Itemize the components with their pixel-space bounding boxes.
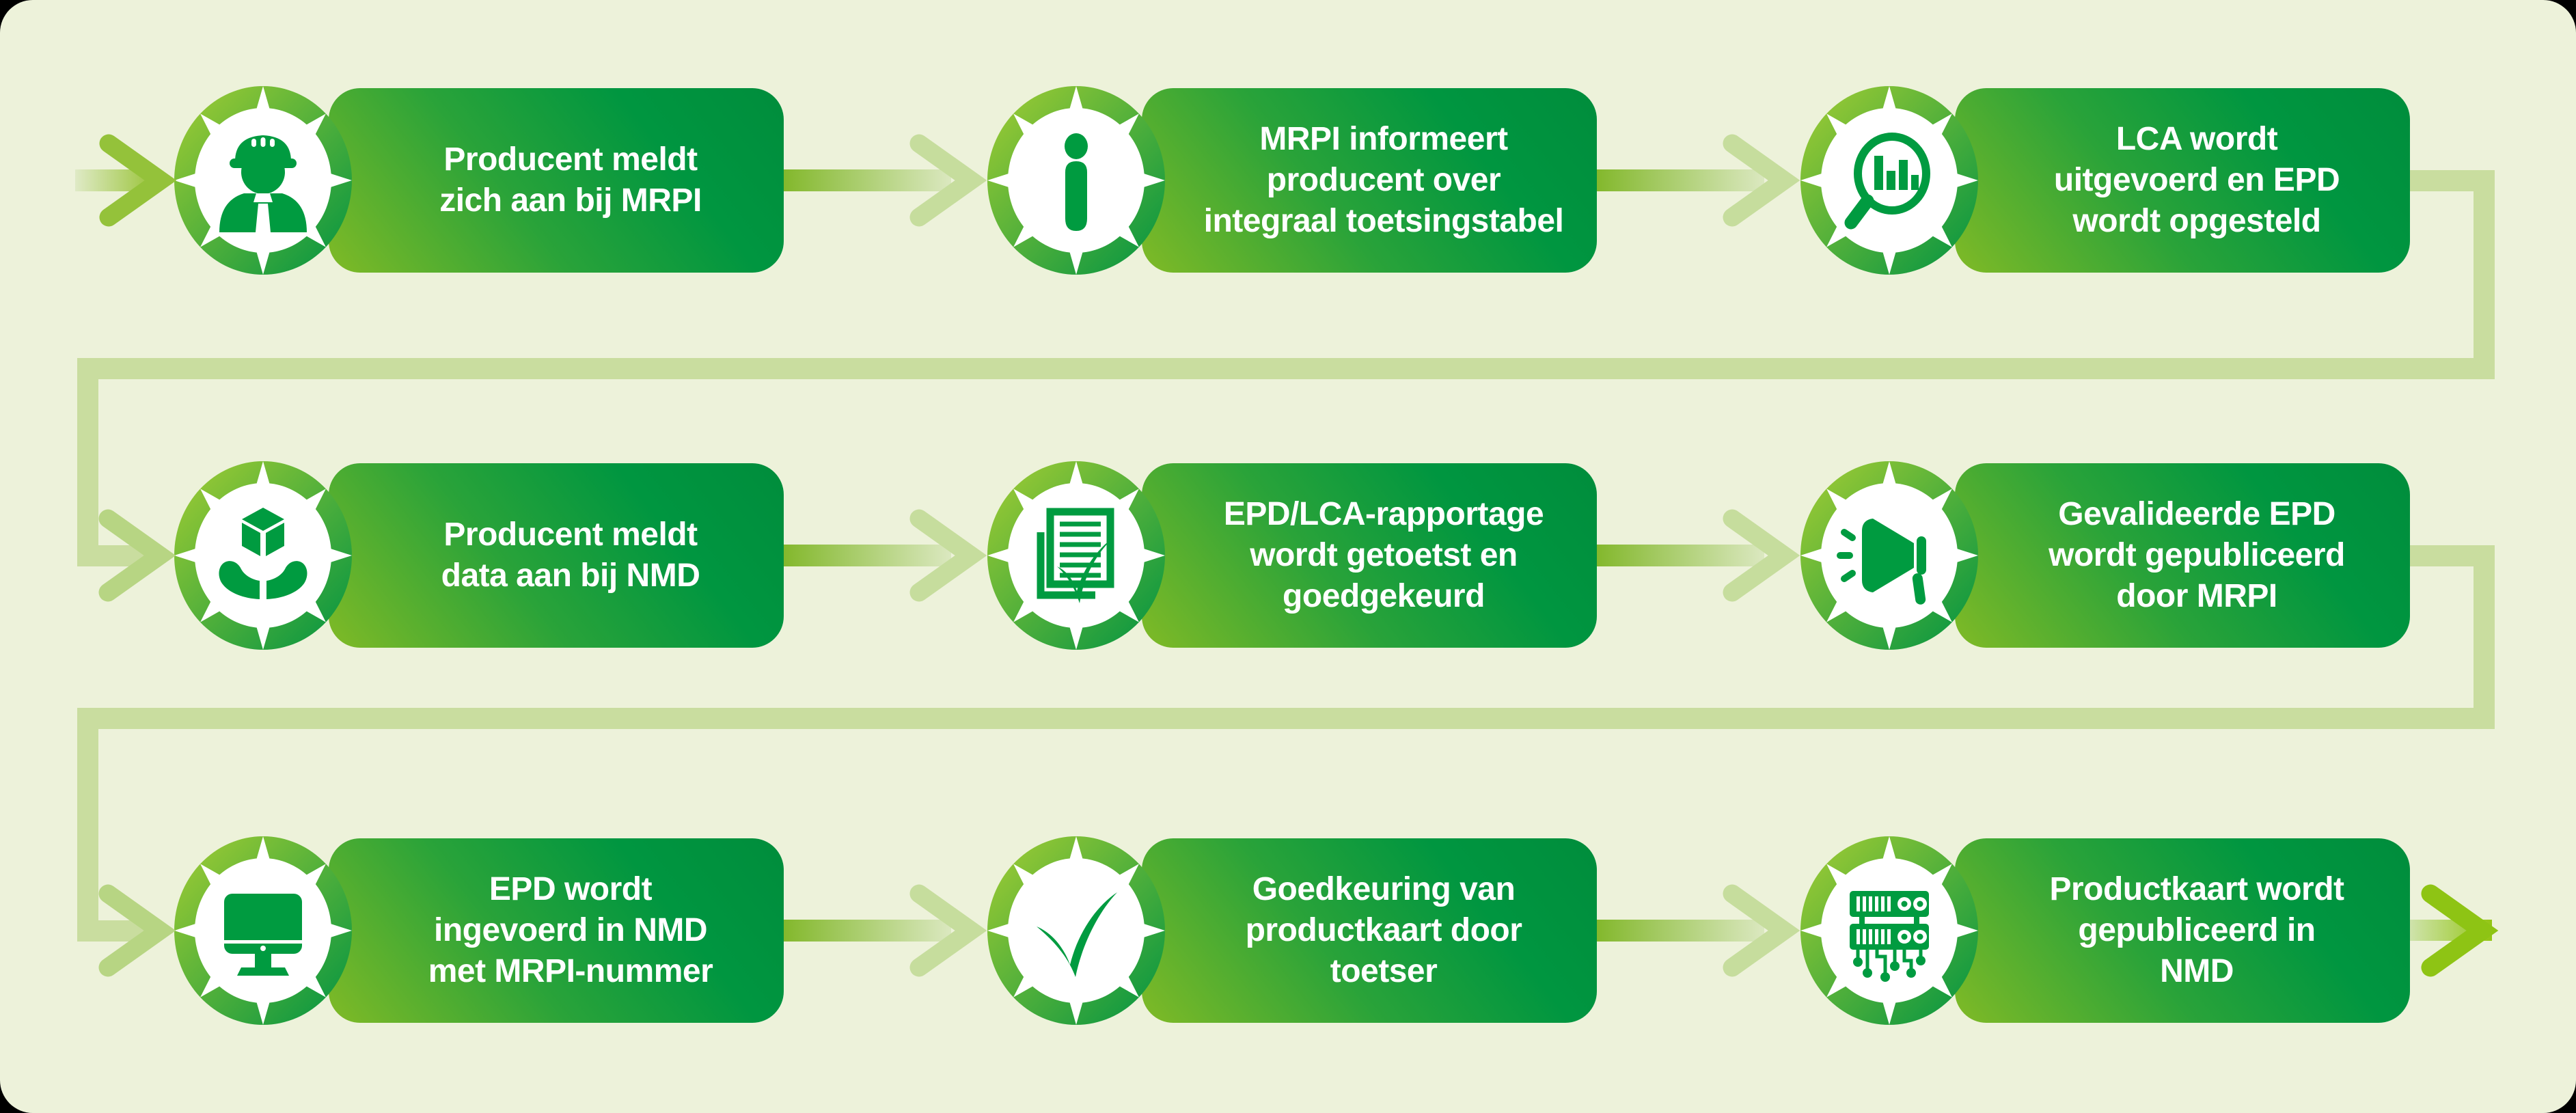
arrowhead-icon bbox=[1718, 508, 1807, 603]
arrow-bar-row1-step2-step3 bbox=[1597, 169, 1764, 191]
arrowhead-icon bbox=[905, 883, 994, 978]
step-box-3: LCA wordt uitgevoerd en EPD wordt opgest… bbox=[1955, 88, 2410, 273]
step-label-7: EPD wordt ingevoerd in NMD met MRPI-numm… bbox=[428, 871, 713, 989]
arrow-bar-row2-step4-step5 bbox=[784, 545, 951, 566]
step-box-2: MRPI informeert producent over integraal… bbox=[1142, 88, 1597, 273]
document-check-icon bbox=[981, 454, 1172, 657]
step-label-9: Productkaart wordt gepubliceerd in NMD bbox=[2049, 871, 2344, 989]
connector-row1-row2-horizontal bbox=[77, 358, 2495, 379]
exit-arrowhead-icon bbox=[2417, 883, 2506, 978]
connector-row2-row3-down-right bbox=[2474, 545, 2495, 729]
step-label-4: Producent meldt data aan bij NMD bbox=[441, 517, 700, 594]
connector-row1-row2-down-right bbox=[2474, 170, 2495, 379]
step-label-8: Goedkeuring van productkaart door toetse… bbox=[1245, 871, 1522, 989]
connector-row2-row3-down-left bbox=[77, 708, 98, 942]
step-box-6: Gevalideerde EPD wordt gepubliceerd door… bbox=[1955, 463, 2410, 648]
step-label-5: EPD/LCA-rapportage wordt getoetst en goe… bbox=[1223, 496, 1544, 614]
step-box-8: Goedkeuring van productkaart door toetse… bbox=[1142, 838, 1597, 1023]
step-label-2: MRPI informeert producent over integraal… bbox=[1203, 121, 1564, 239]
arrowhead-icon bbox=[905, 133, 994, 228]
checkmark-icon bbox=[981, 829, 1172, 1032]
step-box-9: Productkaart wordt gepubliceerd in NMD bbox=[1955, 838, 2410, 1023]
megaphone-icon bbox=[1794, 454, 1985, 657]
connector-row2-row3-horizontal bbox=[77, 708, 2495, 729]
worker-icon bbox=[167, 79, 359, 281]
arrowhead-icon bbox=[905, 508, 994, 603]
arrow-bar-row1-step1-step2 bbox=[784, 169, 951, 191]
step-box-1: Producent meldt zich aan bij MRPI bbox=[329, 88, 784, 273]
arrowhead-row2-entry-icon bbox=[94, 508, 183, 603]
arrowhead-icon bbox=[1718, 133, 1807, 228]
server-icon bbox=[1794, 829, 1985, 1032]
arrow-bar-row2-step5-step6 bbox=[1597, 545, 1764, 566]
hands-product-icon bbox=[167, 454, 359, 657]
step-label-1: Producent meldt zich aan bij MRPI bbox=[439, 141, 702, 219]
step-label-3: LCA wordt uitgevoerd en EPD wordt opgest… bbox=[2053, 121, 2340, 239]
entry-arrowhead-icon bbox=[95, 133, 184, 228]
step-box-5: EPD/LCA-rapportage wordt getoetst en goe… bbox=[1142, 463, 1597, 648]
step-box-7: EPD wordt ingevoerd in NMD met MRPI-numm… bbox=[329, 838, 784, 1023]
arrow-bar-row3-step8-step9 bbox=[1597, 920, 1764, 942]
monitor-icon bbox=[167, 829, 359, 1032]
arrowhead-icon bbox=[1718, 883, 1807, 978]
magnifier-chart-icon bbox=[1794, 79, 1985, 281]
info-icon bbox=[981, 79, 1172, 281]
step-label-6: Gevalideerde EPD wordt gepubliceerd door… bbox=[2049, 496, 2345, 614]
arrowhead-row3-entry-icon bbox=[94, 883, 183, 978]
step-box-4: Producent meldt data aan bij NMD bbox=[329, 463, 784, 648]
connector-row1-row2-down-left bbox=[77, 358, 98, 566]
arrow-bar-row3-step7-step8 bbox=[784, 920, 951, 942]
